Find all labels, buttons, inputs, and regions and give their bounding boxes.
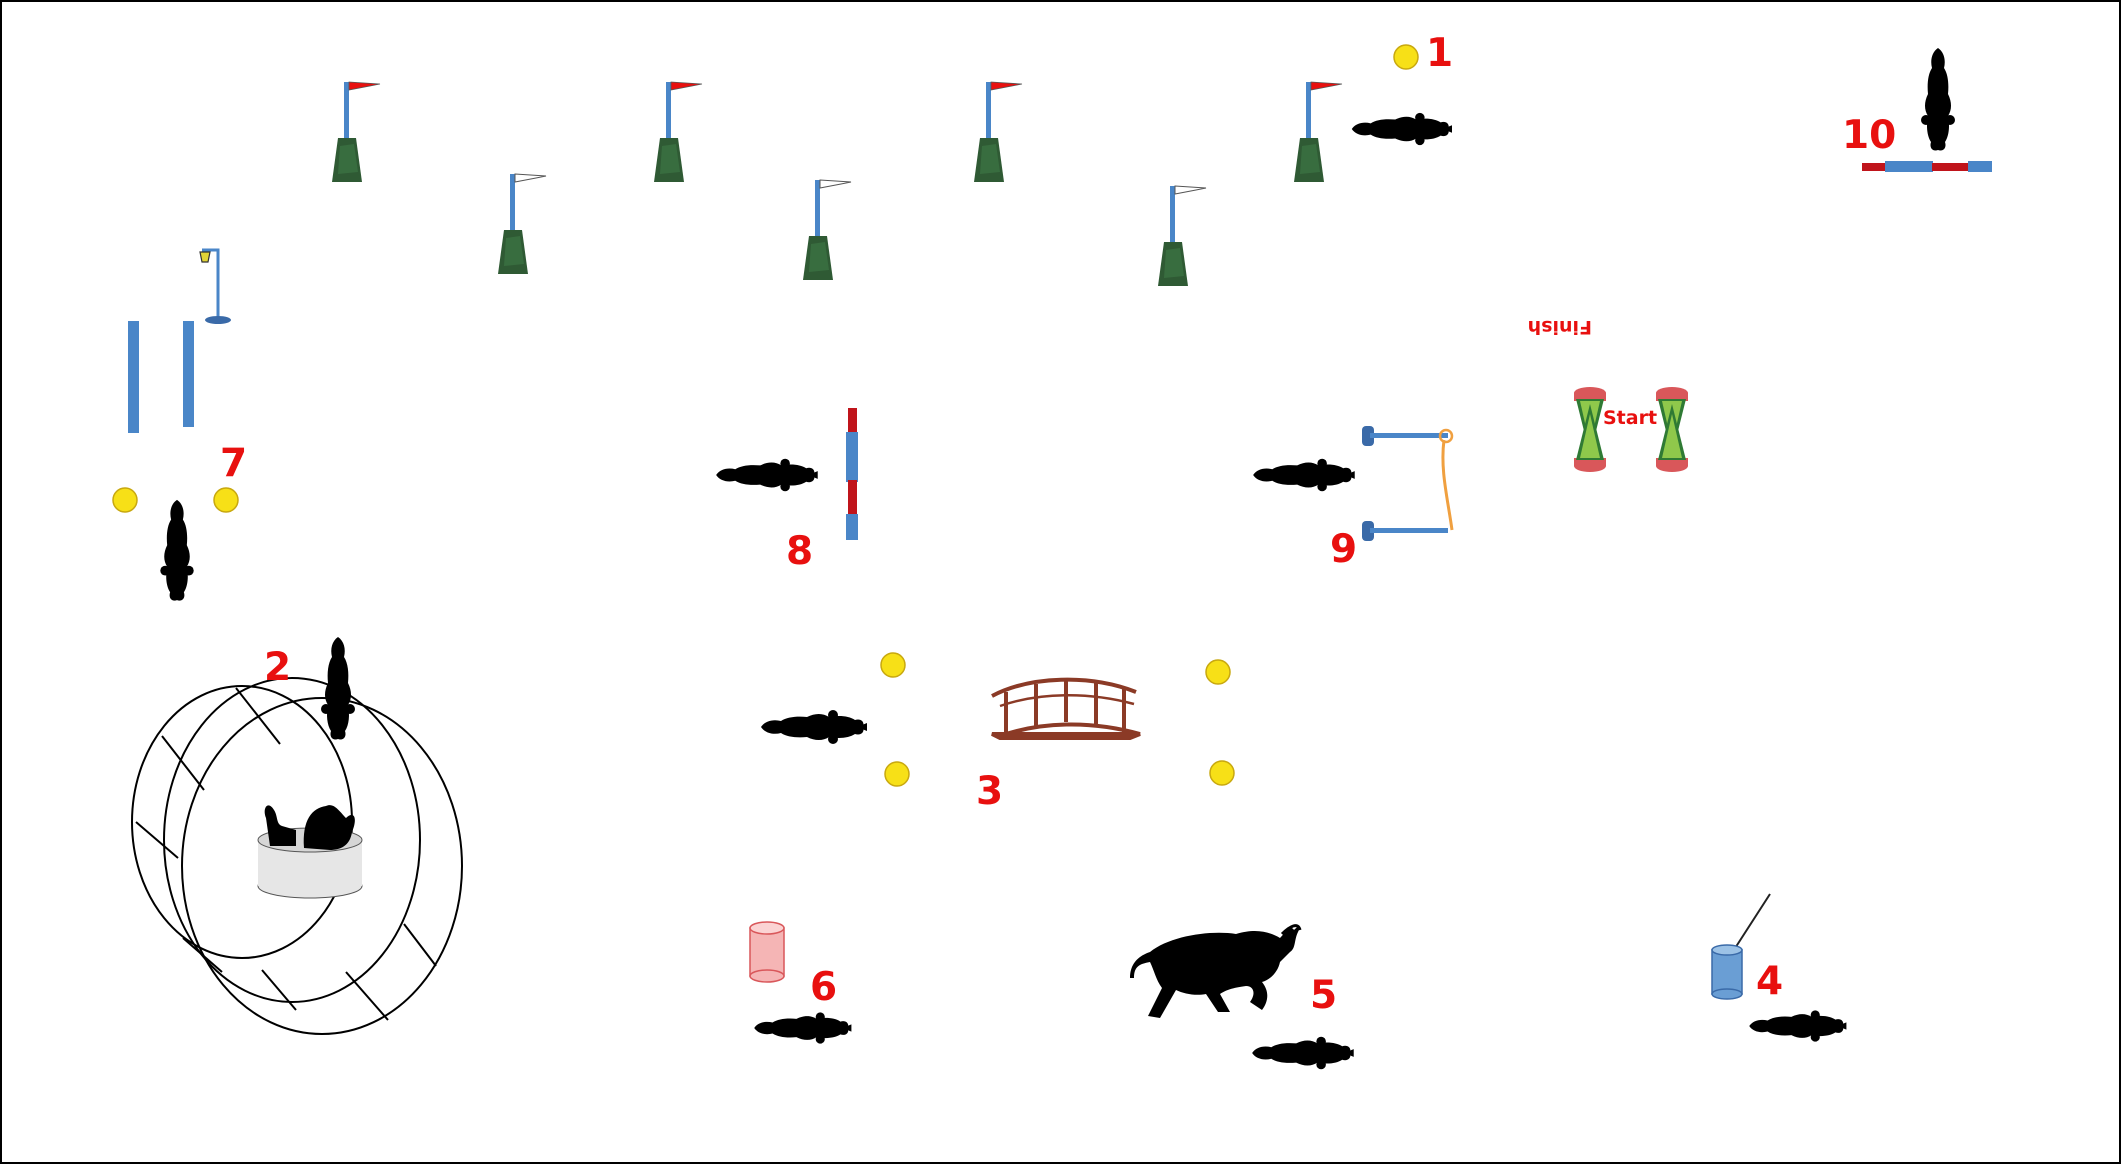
obstacle-1-flag-weave: 1 — [332, 31, 1453, 286]
horse-rider-icon — [321, 637, 355, 740]
obstacle-9-rope-gate: 9 — [1253, 426, 1452, 572]
obstacle-number: 7 — [220, 441, 247, 486]
horse-rider-icon — [1252, 1037, 1354, 1070]
duck-icon — [265, 805, 296, 846]
finish-label: Finish — [1528, 316, 1592, 338]
flag-pole-icon — [974, 82, 1022, 182]
flag-pole-icon — [1158, 186, 1206, 286]
obstacle-number: 1 — [1426, 31, 1453, 76]
horse-rider-icon — [754, 1012, 851, 1043]
flag-pole-icon — [1294, 82, 1342, 182]
flag-pole-icon — [654, 82, 702, 182]
obstacle-number: 6 — [810, 965, 837, 1010]
obstacle-6-barrel: 6 — [750, 922, 851, 1044]
cone-icon — [1656, 404, 1688, 472]
obstacle-number: 5 — [1310, 973, 1337, 1018]
start-finish-gate: Finish Start — [1528, 316, 1688, 472]
obstacle-8-pole: 8 — [716, 408, 858, 574]
obstacle-2-circle-animals: 2 — [132, 637, 462, 1034]
horse-rider-icon — [1352, 113, 1452, 145]
start-label: Start — [1603, 407, 1657, 429]
obstacle-4-bucket: 4 — [1712, 894, 1846, 1042]
cone-icon — [1574, 404, 1606, 472]
obstacle-number: 9 — [1330, 527, 1357, 572]
bridge-icon — [992, 680, 1140, 738]
obstacle-5-bull: 5 — [1130, 926, 1354, 1070]
horse-rider-icon — [761, 710, 867, 744]
flag-pole-icon — [498, 174, 546, 274]
horse-rider-icon — [1253, 459, 1355, 492]
obstacle-number: 2 — [264, 645, 291, 690]
marker-cone — [1394, 45, 1418, 69]
flag-pole-icon — [803, 180, 851, 280]
obstacle-10-pole: 10 — [1842, 48, 1992, 172]
flag-pole-icon — [332, 82, 380, 182]
bell-icon — [200, 252, 210, 262]
bull-icon — [1130, 927, 1300, 1019]
obstacle-number: 3 — [976, 769, 1003, 814]
horse-rider-icon — [716, 459, 818, 492]
obstacle-number: 8 — [786, 529, 813, 574]
obstacle-7-gate: 7 — [113, 250, 247, 601]
horse-rider-icon — [1921, 48, 1955, 151]
obstacle-number: 10 — [1842, 113, 1896, 158]
barrel-icon — [750, 922, 784, 982]
rooster-icon — [304, 805, 355, 850]
horse-rider-icon — [1749, 1010, 1846, 1041]
horse-rider-icon — [160, 500, 193, 601]
obstacle-3-bridge: 3 — [761, 653, 1234, 814]
obstacle-number: 4 — [1756, 959, 1783, 1004]
